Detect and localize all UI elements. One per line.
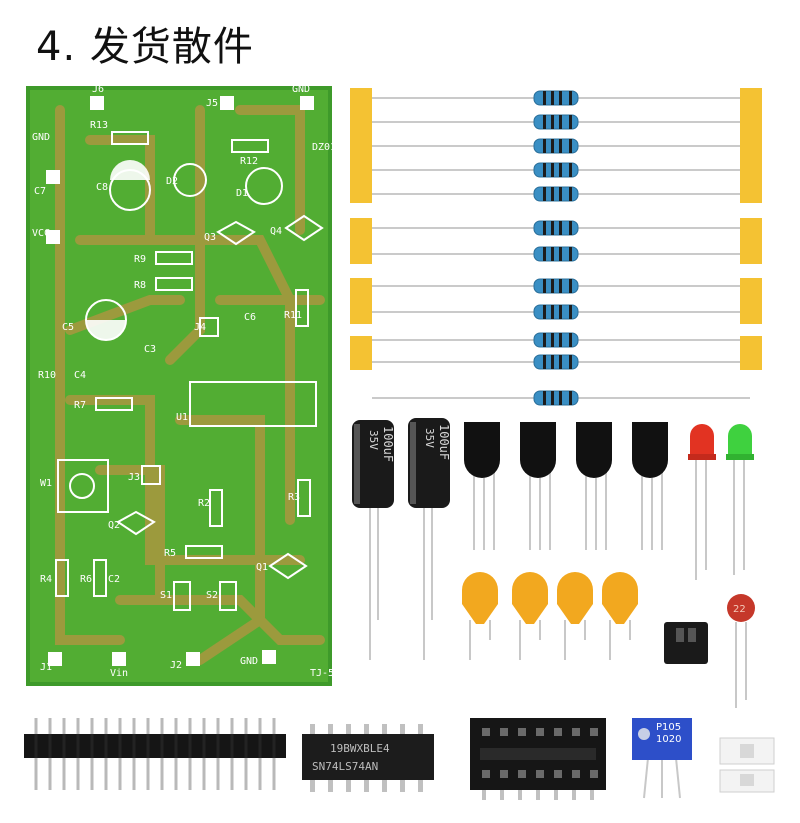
- pcb-label-r10: R10: [38, 370, 56, 381]
- pcb-label-j2: J2: [170, 660, 182, 671]
- cap1-value: 100uF: [381, 426, 395, 462]
- pcb-label-r5: R5: [164, 548, 176, 559]
- pin-header: [24, 718, 286, 790]
- tactile-switch-caps: [719, 737, 775, 793]
- pcb-label-r3: R3: [288, 492, 300, 503]
- pcb-label-r12: R12: [240, 156, 258, 167]
- pcb-label-r4: R4: [40, 574, 52, 585]
- cap2-value: 100uF: [437, 424, 451, 460]
- ic-part-number: SN74LS74AN: [312, 760, 378, 773]
- transistors: [464, 422, 668, 550]
- ic-top-marking: 19BWXBLE4: [330, 742, 390, 755]
- pcb-label-c7: C7: [34, 186, 46, 197]
- cap1-voltage: 35V: [367, 430, 380, 450]
- pcb-label-q2: Q2: [108, 520, 120, 531]
- pcb-label-vin: Vin: [110, 668, 128, 679]
- pcb-label-w1: W1: [40, 478, 52, 489]
- pcb-label-u1: U1: [176, 412, 188, 423]
- pcb-label-r11: R11: [284, 310, 302, 321]
- pcb-label-gnd-left: GND: [32, 132, 50, 143]
- electrolytic-capacitors: 100uF 35V 100uF 35V: [352, 418, 451, 660]
- pcb-label-c2: C2: [108, 574, 120, 585]
- pcb-label-c6: C6: [244, 312, 256, 323]
- pcb-label-j1: J1: [40, 662, 52, 673]
- pcb-label-r7: R7: [74, 400, 86, 411]
- jumper-cap: [664, 622, 708, 664]
- pcb-label-dz013: DZ013: [312, 142, 342, 153]
- pcb-label-j6: J6: [92, 84, 104, 95]
- pcb-board: J6 J5 GND R13 R12 DZ013 GND C7 C8 D2 D1 …: [26, 84, 358, 686]
- pot-code: P105: [656, 722, 681, 733]
- pcb-label-c5: C5: [62, 322, 74, 333]
- pcb-label-s1: S1: [160, 590, 172, 601]
- pcb-label-board-id: TJ-56-29: [310, 668, 358, 679]
- pcb-label-j5: J5: [206, 98, 218, 109]
- pcb-label-q3: Q3: [204, 232, 216, 243]
- ceramic-cap-value: 22: [733, 604, 746, 615]
- pcb-label-s2: S2: [206, 590, 218, 601]
- pcb-label-r13: R13: [90, 120, 108, 131]
- pcb-label-q1: Q1: [256, 562, 268, 573]
- pcb-label-gnd-bottom: GND: [240, 656, 258, 667]
- cap2-voltage: 35V: [423, 428, 436, 448]
- pcb-label-d2: D2: [166, 176, 178, 187]
- page-title: 4. 发货散件: [36, 24, 254, 70]
- ceramic-capacitors: [462, 572, 638, 660]
- pcb-label-gnd-top: GND: [292, 84, 310, 95]
- pcb-label-r8: R8: [134, 280, 146, 291]
- ic-chip: 19BWXBLE4 SN74LS74AN: [302, 724, 434, 792]
- pcb-label-j4: J4: [194, 322, 206, 333]
- pcb-label-vcc: VCC: [32, 228, 50, 239]
- pcb-label-c4: C4: [74, 370, 86, 381]
- pcb-label-r6: R6: [80, 574, 92, 585]
- pcb-label-r9: R9: [134, 254, 146, 265]
- resistor-strip-group: [350, 88, 762, 406]
- ic-socket: [470, 718, 606, 800]
- trim-potentiometer: P105 1020: [632, 718, 692, 799]
- pcb-label-q4: Q4: [270, 226, 282, 237]
- pcb-label-c8: C8: [96, 182, 108, 193]
- small-ceramic-capacitor: 22: [727, 594, 755, 708]
- pcb-label-c3: C3: [144, 344, 156, 355]
- pcb-label-j3: J3: [128, 472, 140, 483]
- pcb-label-r2: R2: [198, 498, 210, 509]
- pcb-label-d1: D1: [236, 188, 248, 199]
- leds: [688, 424, 754, 580]
- pot-date: 1020: [656, 734, 681, 745]
